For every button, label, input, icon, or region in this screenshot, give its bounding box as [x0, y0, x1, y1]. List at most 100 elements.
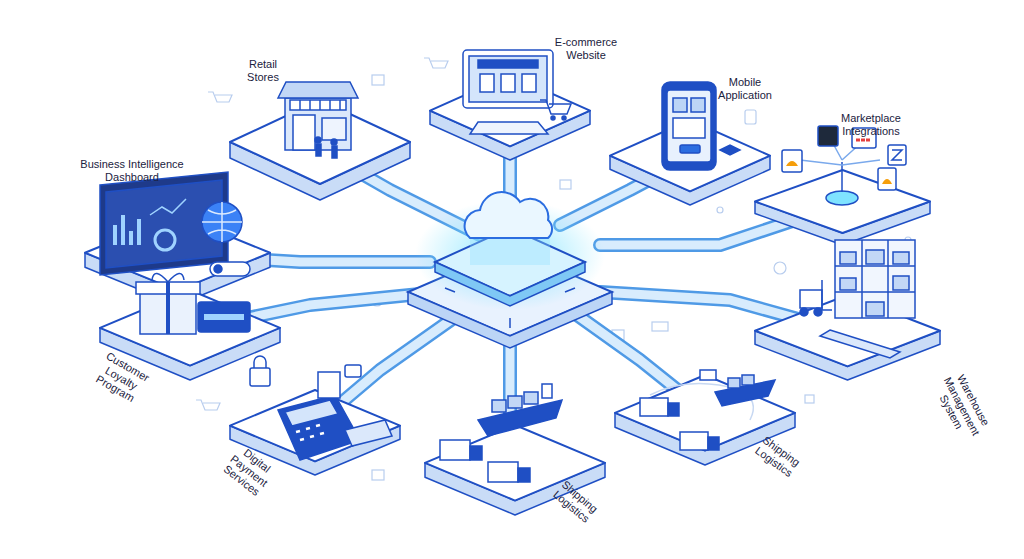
- app-tile: [691, 98, 705, 112]
- platform-tile: Customer Loyalty Program: [100, 290, 280, 380]
- shipping-illustration: [640, 370, 775, 450]
- app-card: [673, 118, 705, 138]
- globe-lines: [202, 202, 242, 242]
- wheel: [814, 308, 822, 316]
- shipping-illustration: [440, 384, 562, 482]
- truck: [680, 432, 708, 450]
- tile-top: [85, 215, 270, 291]
- light-beam: [470, 215, 550, 265]
- pedestal: [826, 191, 858, 205]
- receipt: [318, 372, 340, 398]
- wheel: [800, 308, 808, 316]
- store-window: [322, 118, 346, 140]
- shelf-lines: [835, 240, 915, 318]
- ship-hull: [478, 400, 562, 436]
- coin-icon: [774, 262, 786, 274]
- dashboard-panel: [106, 180, 222, 268]
- truck-cab: [668, 403, 679, 416]
- node-label: Marketplace Integrations: [826, 112, 916, 137]
- platform-tile: Digital Payment Services: [230, 390, 400, 475]
- hub-slab: [408, 248, 612, 336]
- retail-store-illustration: [278, 82, 358, 158]
- payment-illustration: [250, 356, 392, 460]
- dashboard-illustration: [100, 172, 250, 276]
- product: [480, 74, 494, 92]
- node-label: Business Intelligence Dashboard: [62, 158, 202, 183]
- logo-mark: [856, 139, 870, 142]
- cart-wheel: [551, 116, 555, 120]
- tile-shape: [755, 170, 930, 245]
- truck-cab: [708, 437, 719, 450]
- cart-icon: [424, 58, 448, 68]
- gift-bow: [152, 273, 184, 282]
- gift-lid: [136, 282, 200, 294]
- network-icon: [905, 237, 911, 243]
- bill-icon: [652, 322, 668, 331]
- platform-tile: Shipping Logistics: [615, 375, 795, 465]
- shop-awning: [478, 60, 538, 68]
- tile-top: [430, 75, 590, 146]
- ship-hull: [715, 380, 775, 406]
- box: [840, 278, 856, 290]
- globe: [202, 202, 242, 242]
- box-icon: [372, 75, 384, 85]
- store-wall: [285, 98, 351, 150]
- cart-icon: [208, 92, 232, 102]
- tile-shape: [610, 120, 770, 205]
- mobile-illustration: [662, 82, 740, 170]
- cloud: [465, 192, 552, 238]
- chip: [720, 145, 740, 155]
- phone: [662, 82, 716, 170]
- cart: [540, 100, 571, 114]
- platform-tile: Marketplace Integrations: [755, 170, 930, 245]
- link-line: [841, 162, 843, 192]
- conveyor: [820, 330, 900, 358]
- card-stripe: [204, 314, 244, 320]
- tile-shape: [430, 75, 590, 160]
- container: [492, 400, 506, 412]
- tile-top: [755, 170, 930, 233]
- logo-tile: [818, 126, 838, 146]
- truck-cab: [518, 468, 530, 482]
- platform-tile: Warehouse Management System: [755, 295, 940, 380]
- logo-tile: [782, 150, 802, 172]
- hub-top: [435, 228, 585, 296]
- chat-bubble: [345, 365, 361, 377]
- profile-dot: [214, 265, 222, 273]
- logo-tile: [852, 128, 876, 148]
- tile-top: [755, 295, 940, 366]
- donut-chart: [155, 230, 175, 250]
- awning-stripes: [300, 100, 340, 110]
- platform-tile: E-commerce Website: [430, 75, 590, 160]
- container: [728, 378, 740, 388]
- warehouse-illustration: [800, 240, 915, 358]
- line-chart: [150, 199, 186, 215]
- tile-shape: [230, 100, 410, 200]
- tile-top: [230, 100, 410, 184]
- cart-wheel: [562, 116, 566, 120]
- bridge: [542, 384, 552, 398]
- marketplace-illustration: [782, 126, 906, 205]
- truck-cab: [470, 446, 482, 460]
- box-icon: [372, 470, 384, 480]
- lock-icon: [805, 395, 814, 403]
- phone-icon: [745, 110, 756, 124]
- hub-arrows: [445, 288, 575, 328]
- bar-chart: [115, 215, 139, 245]
- app-tile: [673, 98, 687, 112]
- credit-card: [345, 420, 392, 446]
- person: [315, 137, 321, 143]
- padlock-shackle: [254, 356, 266, 368]
- dashboard-screen: [100, 172, 228, 275]
- keyboard: [470, 122, 548, 134]
- logo-tile: [888, 145, 906, 165]
- node-label: Mobile Application: [708, 76, 782, 101]
- website-illustration: [463, 50, 571, 134]
- container: [742, 375, 754, 385]
- box-icon: [560, 180, 571, 189]
- central-hub: [408, 192, 612, 348]
- network-icon: [717, 207, 723, 213]
- app-button: [680, 145, 700, 153]
- person: [331, 139, 337, 145]
